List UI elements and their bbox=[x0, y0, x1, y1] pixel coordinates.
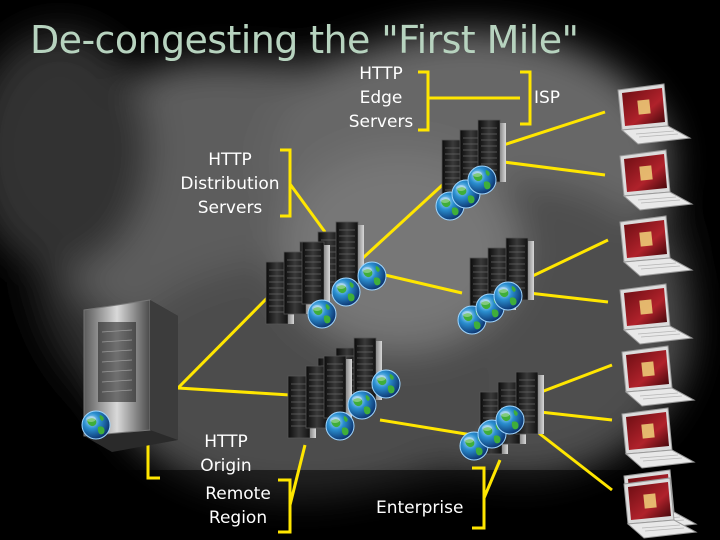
label-line: HTTP bbox=[359, 64, 403, 84]
isp-label: ISP bbox=[534, 88, 561, 108]
edge-server-cluster bbox=[435, 120, 506, 221]
laptop-icon bbox=[621, 345, 695, 407]
label-line: Distribution bbox=[180, 174, 280, 194]
edge-to-laptop-2 bbox=[487, 158, 606, 177]
distribution-bracket bbox=[280, 148, 292, 218]
origin-to-remote-line bbox=[177, 386, 291, 397]
laptop-icon bbox=[617, 83, 691, 145]
distribution-to-edge-line bbox=[350, 176, 452, 270]
slide-title: De-congesting the "First Mile" bbox=[30, 18, 579, 62]
distribution-servers-label: HTTP Distribution Servers bbox=[178, 148, 282, 220]
origin-tower-server bbox=[81, 299, 178, 452]
globe-icon bbox=[331, 277, 361, 307]
label-line: Region bbox=[208, 508, 268, 528]
remote-region-label: Remote Region bbox=[202, 482, 274, 530]
remote-to-enterprise-line bbox=[379, 418, 473, 437]
remote-bracket bbox=[278, 478, 292, 534]
remote-to-cluster-line bbox=[288, 444, 307, 506]
enterprise-to-cluster-line bbox=[482, 459, 502, 499]
edge-to-laptop-1 bbox=[487, 110, 606, 152]
laptop-icon bbox=[623, 477, 697, 539]
globe-icon bbox=[493, 281, 523, 311]
globe-icon bbox=[347, 390, 377, 420]
client-laptops bbox=[617, 83, 697, 539]
globe-icon bbox=[495, 405, 525, 435]
enterprise-label: Enterprise bbox=[376, 498, 464, 518]
enterprise-server-cluster bbox=[459, 372, 544, 461]
isp-bracket bbox=[520, 70, 532, 126]
globe-icon bbox=[357, 261, 387, 291]
laptop-icon bbox=[621, 407, 695, 469]
laptop-icon bbox=[619, 283, 693, 345]
middle-edge-cluster bbox=[457, 238, 534, 335]
enterprise-bracket bbox=[472, 466, 486, 530]
distribution-server-cluster bbox=[266, 222, 387, 329]
remote-server-cluster bbox=[288, 338, 401, 441]
label-line: Servers bbox=[348, 112, 414, 132]
origin-to-distribution-line bbox=[176, 288, 277, 390]
edge-label-bracket bbox=[418, 70, 430, 132]
globe-icon bbox=[467, 165, 497, 195]
label-line: HTTP bbox=[208, 150, 252, 170]
edge-servers-label: HTTP Edge Servers bbox=[346, 62, 416, 134]
middle-to-laptop-3 bbox=[519, 238, 609, 284]
globe-icon bbox=[325, 411, 355, 441]
label-line: Servers bbox=[197, 198, 263, 218]
middle-to-laptop-4 bbox=[519, 290, 609, 304]
laptop-icon bbox=[619, 149, 693, 211]
label-line: Remote bbox=[205, 484, 271, 504]
distribution-to-middle-line bbox=[371, 270, 463, 295]
origin-label: HTTP Origin bbox=[192, 430, 260, 478]
label-line: Edge bbox=[359, 88, 403, 108]
laptop-icon bbox=[619, 215, 693, 277]
label-line: HTTP bbox=[204, 432, 248, 452]
globe-icon bbox=[81, 410, 111, 440]
globe-icon bbox=[371, 369, 401, 399]
distribution-to-cluster-line bbox=[288, 183, 327, 233]
label-line: Origin bbox=[200, 456, 252, 476]
globe-icon bbox=[307, 299, 337, 329]
